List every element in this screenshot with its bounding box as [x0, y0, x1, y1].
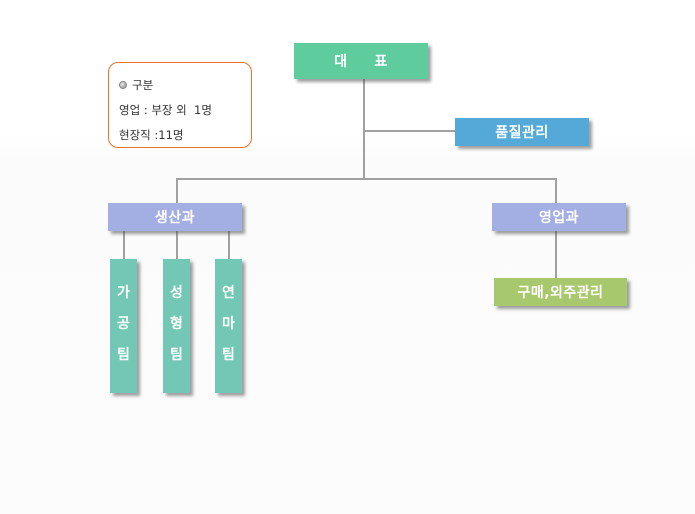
team-processing-node[interactable]: 가 공 팀	[110, 259, 137, 393]
team-molding-node[interactable]: 성 형 팀	[163, 259, 190, 393]
sales-dept-label: 영업과	[538, 210, 580, 226]
connector-departments-bar	[176, 178, 557, 180]
connector-sales-drop	[555, 178, 557, 204]
connector-production-drop	[176, 178, 178, 204]
connector-team-3	[228, 231, 230, 260]
legend-line-sales: 영업 : 부장 외 1명	[119, 102, 212, 117]
team-char: 팀	[170, 347, 183, 363]
production-dept-label: 생산과	[154, 210, 196, 226]
connector-ceo-trunk	[363, 79, 365, 180]
team-char: 성	[170, 285, 183, 301]
legend-line-field: 현장직 :11명	[119, 127, 184, 142]
quality-label: 품질관리	[495, 125, 549, 141]
ceo-node[interactable]: 대 표	[294, 43, 428, 79]
connector-quality-branch	[364, 130, 456, 132]
legend-title: 구분	[132, 77, 154, 92]
connector-team-1	[123, 231, 125, 260]
connector-team-2	[176, 231, 178, 260]
team-char: 팀	[117, 347, 130, 363]
team-char: 가	[117, 285, 130, 301]
team-char: 마	[222, 316, 235, 332]
team-char: 공	[117, 316, 130, 332]
team-char: 연	[222, 285, 235, 301]
purchasing-node[interactable]: 구매,외주관리	[494, 278, 627, 306]
team-polishing-node[interactable]: 연 마 팀	[215, 259, 242, 393]
ceo-label: 대 표	[334, 54, 388, 70]
quality-node[interactable]: 품질관리	[455, 118, 589, 146]
legend-box: 구분 영업 : 부장 외 1명 현장직 :11명	[108, 62, 252, 148]
production-dept-node[interactable]: 생산과	[108, 203, 242, 231]
connector-purchasing	[555, 231, 557, 279]
purchasing-label: 구매,외주관리	[517, 285, 604, 301]
team-char: 팀	[222, 347, 235, 363]
sales-dept-node[interactable]: 영업과	[492, 203, 626, 231]
team-char: 형	[170, 316, 183, 332]
radio-bullet-icon	[119, 80, 127, 89]
legend-title-row: 구분	[119, 72, 251, 97]
